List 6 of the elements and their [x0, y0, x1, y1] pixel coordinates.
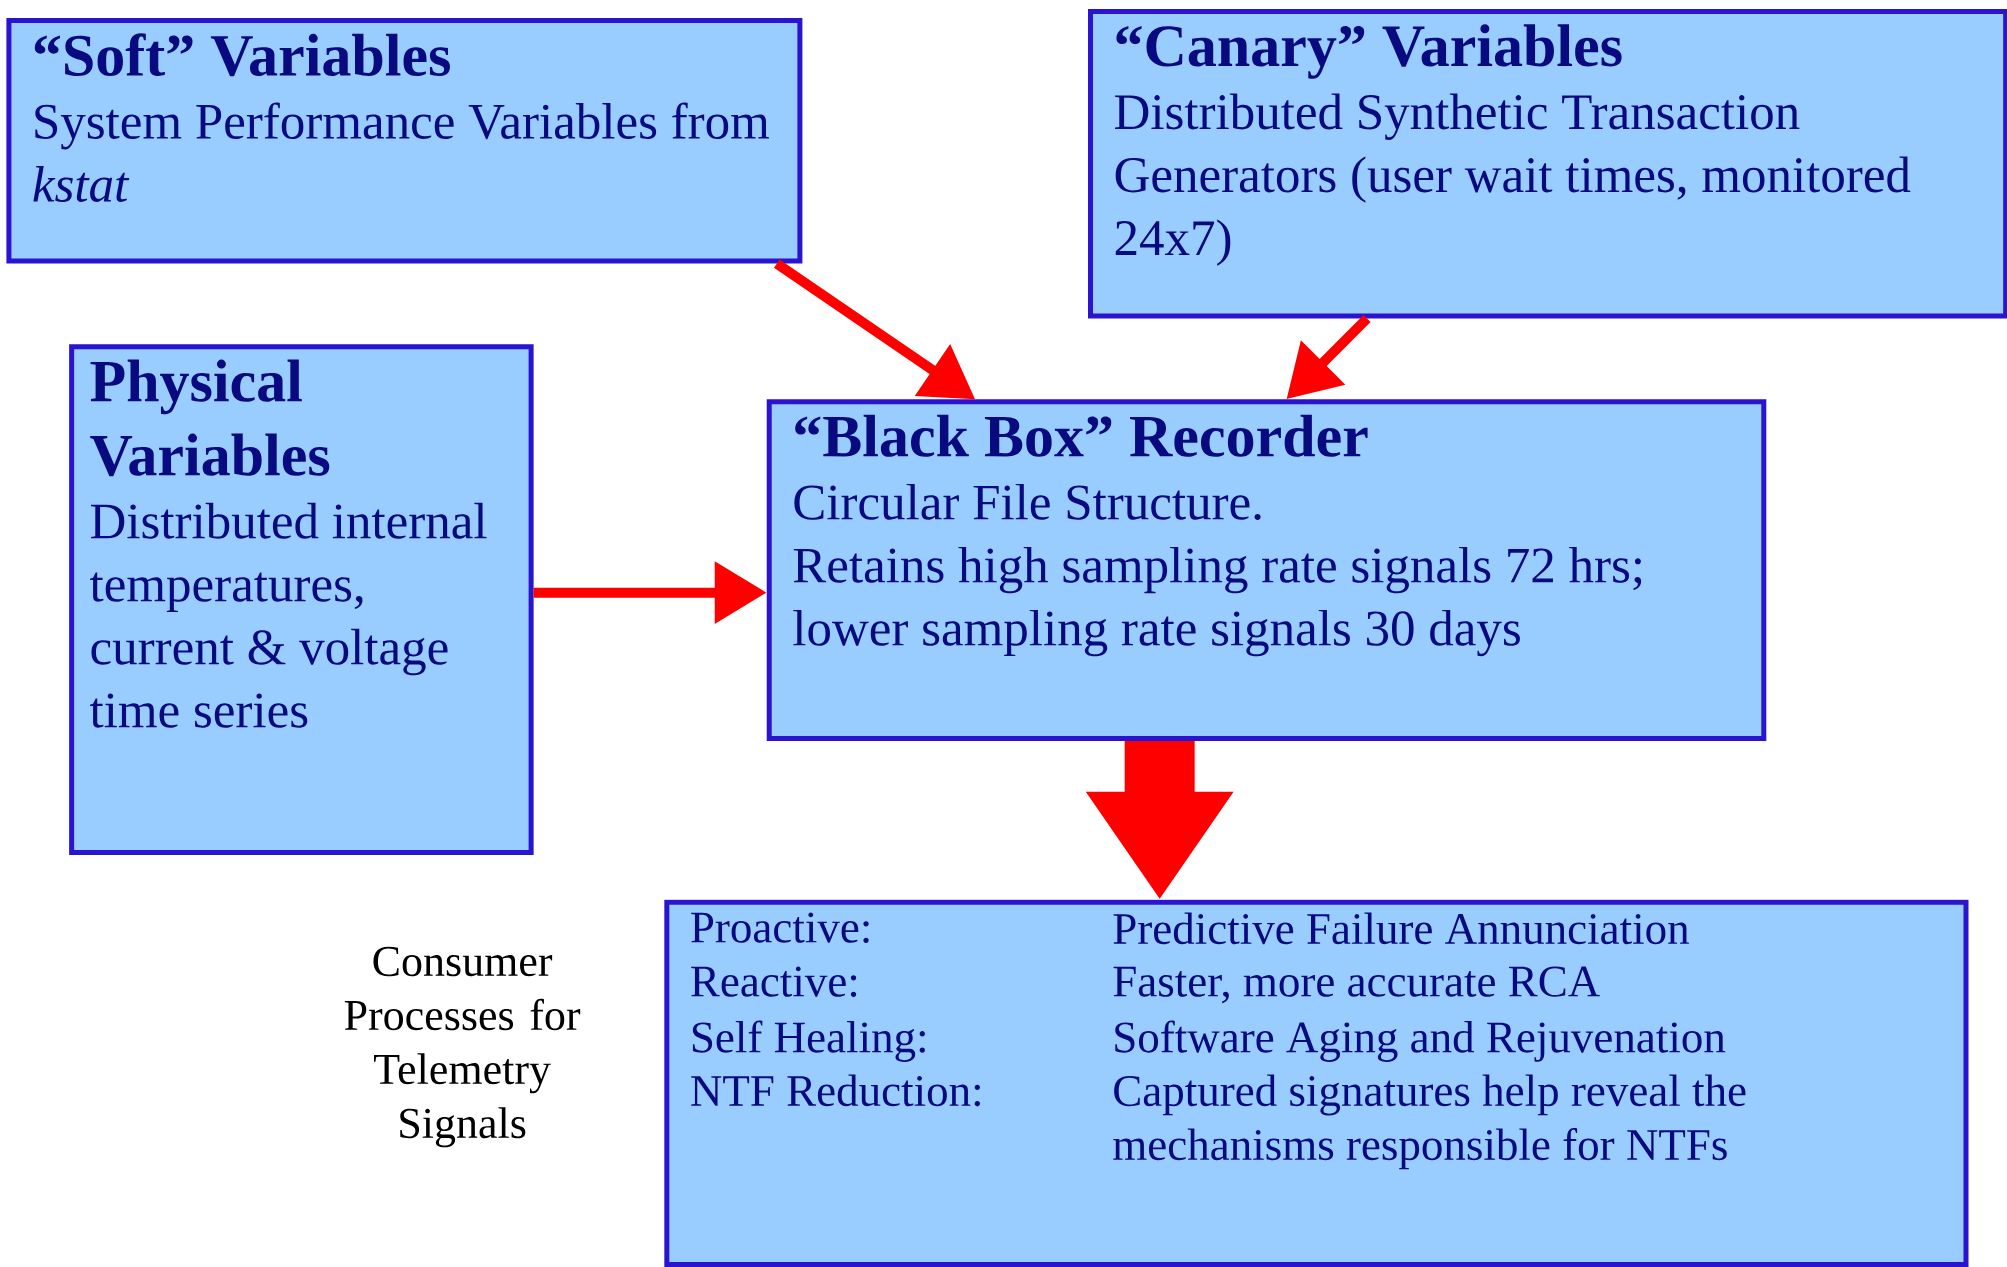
process-box: “Black Box” Recorder Circular File Structure. Retains high sampling rate signals 72 hrs; lower sampling rate signals 30 days	[766, 399, 1767, 741]
caption-text: Consumer Processes for Telemetry Signals	[344, 946, 581, 1148]
process-box: Proactive: Predictive Failure Annunciation Reactive: Faster, more accurate RCA Self Healing: Software Aging and Rejuvenation NTF Reduction: Captured signatures help reveal the mechanisms responsible for NTFs	[664, 899, 1969, 1267]
process-box: “Soft” Variables System Performance Variables from kstat	[6, 17, 803, 264]
process-box: Physical Variables Distributed internal temperatures, current & voltage time series	[69, 344, 534, 855]
process-box: “Canary” Variables Distributed Synthetic Transaction Generators (user wait times, monitored 24x7)	[1088, 8, 2007, 319]
